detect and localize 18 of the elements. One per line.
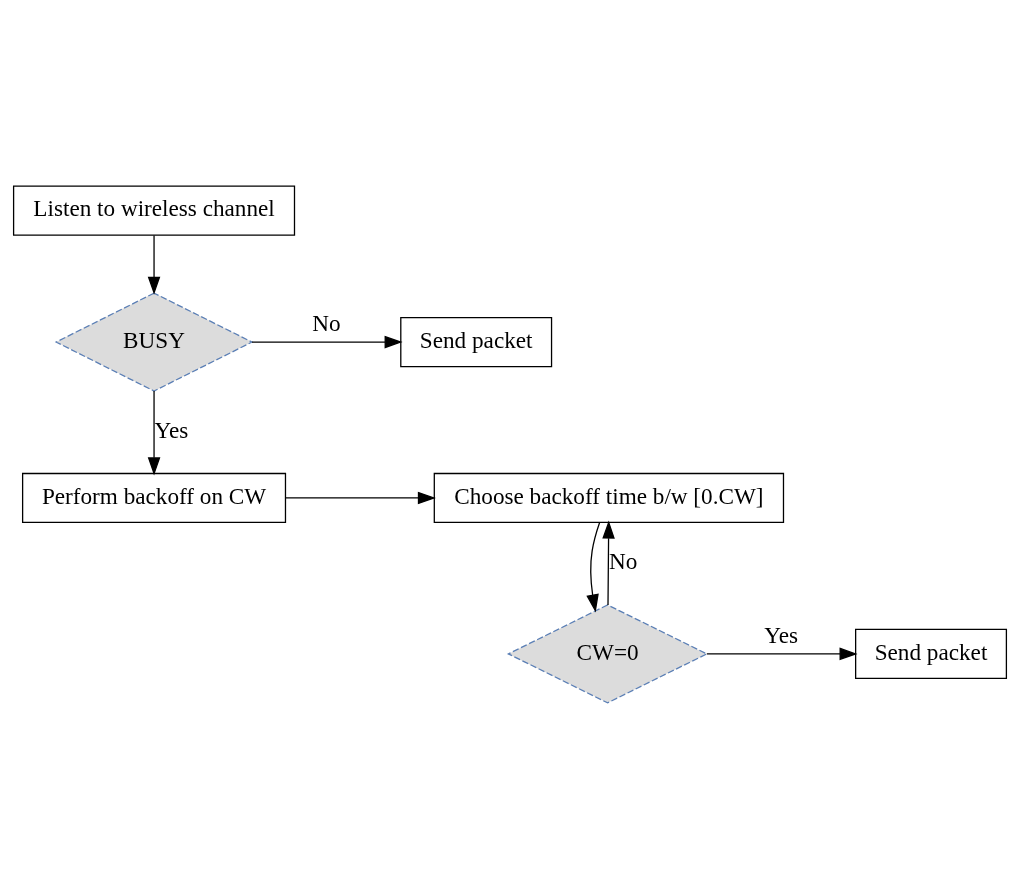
edge-label: No	[312, 309, 341, 336]
edge-label: Yes	[764, 621, 799, 648]
arrow	[586, 521, 601, 612]
arrow	[602, 520, 615, 606]
arrow	[147, 389, 161, 475]
arrow	[251, 335, 403, 348]
arrow	[284, 491, 436, 504]
node-box: Choose backoff time b/w [0.CW]	[433, 472, 785, 523]
node-box: Send packet	[400, 316, 553, 367]
node-diamond: CW=0	[506, 603, 709, 704]
node-diamond: BUSY	[54, 291, 254, 392]
edge-label: No	[608, 547, 638, 574]
arrow	[706, 647, 858, 660]
node-box: Perform backoff on CW	[21, 472, 287, 523]
node-box: Listen to wireless channel	[12, 185, 296, 236]
node-box: Send packet	[855, 628, 1008, 679]
arrow	[147, 234, 161, 295]
edge-label: Yes	[154, 416, 189, 443]
